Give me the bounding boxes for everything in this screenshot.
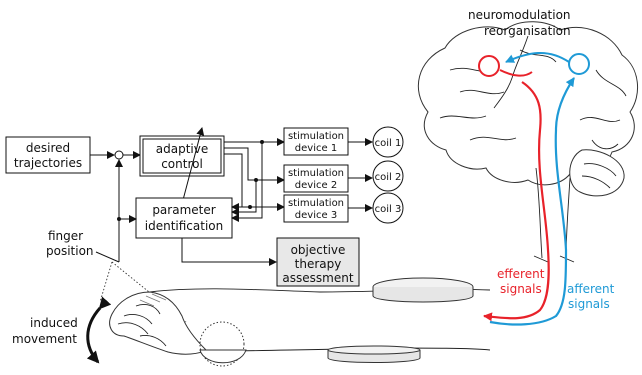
objective-label-3: assessment xyxy=(282,271,353,285)
movement-label: movement xyxy=(12,332,77,346)
stimulation-device-3 xyxy=(283,194,349,223)
stim3-label-2: device 3 xyxy=(295,210,337,221)
efferent-pathway xyxy=(483,81,550,322)
afferent-pathway xyxy=(489,77,575,326)
objective-label-2: therapy xyxy=(295,257,342,271)
coil-2 xyxy=(372,160,404,192)
stim2-label-1: stimulation xyxy=(288,168,344,179)
coil3-label: coil 3 xyxy=(375,204,402,215)
stim2-label-2: device 2 xyxy=(295,180,337,191)
stim1-label-1: stimulation xyxy=(288,131,344,142)
coil-3 xyxy=(372,192,404,224)
induced-label: induced xyxy=(30,316,78,330)
adaptive-label-1: adaptive xyxy=(156,142,208,156)
hand xyxy=(109,291,207,355)
desired-label-1: desired xyxy=(26,141,70,155)
coil1-label: coil 1 xyxy=(375,138,402,149)
objective-label-1: objective xyxy=(291,243,346,257)
desired-trajectories-block xyxy=(5,136,91,174)
position-label: position xyxy=(46,244,94,258)
label-efferent: efferent xyxy=(497,267,545,281)
label-afferent-signals: signals xyxy=(568,297,610,311)
label-reorganisation: reorganisation xyxy=(484,24,571,38)
afferent-neuron xyxy=(568,53,590,75)
parameter-label-1: parameter xyxy=(152,203,215,217)
stimulation-device-1 xyxy=(283,127,349,156)
coil2-label: coil 2 xyxy=(375,172,402,183)
central-sulcus xyxy=(493,35,529,109)
efferent-neuron xyxy=(478,55,500,77)
summing-junction xyxy=(114,150,124,160)
label-efferent-signals: signals xyxy=(500,282,542,296)
stim3-label-1: stimulation xyxy=(288,198,344,209)
cerebellum xyxy=(569,149,625,197)
label-afferent: afferent xyxy=(567,282,615,296)
stimulation-device-2 xyxy=(283,164,349,193)
parameter-label-2: identification xyxy=(145,219,223,233)
stim1-label-2: device 1 xyxy=(295,143,337,154)
spinal-cord xyxy=(535,167,543,259)
desired-label-2: trajectories xyxy=(14,156,82,170)
adaptive-label-2: control xyxy=(161,157,203,171)
adaptive-control-block xyxy=(139,135,225,177)
coil-1 xyxy=(372,126,404,158)
brain-illustration xyxy=(417,21,639,326)
label-neuromodulation: neuromodulation xyxy=(468,8,571,22)
finger-label: finger xyxy=(48,229,83,243)
arm-illustration xyxy=(86,277,491,367)
objective-therapy-assessment-block xyxy=(276,237,360,287)
